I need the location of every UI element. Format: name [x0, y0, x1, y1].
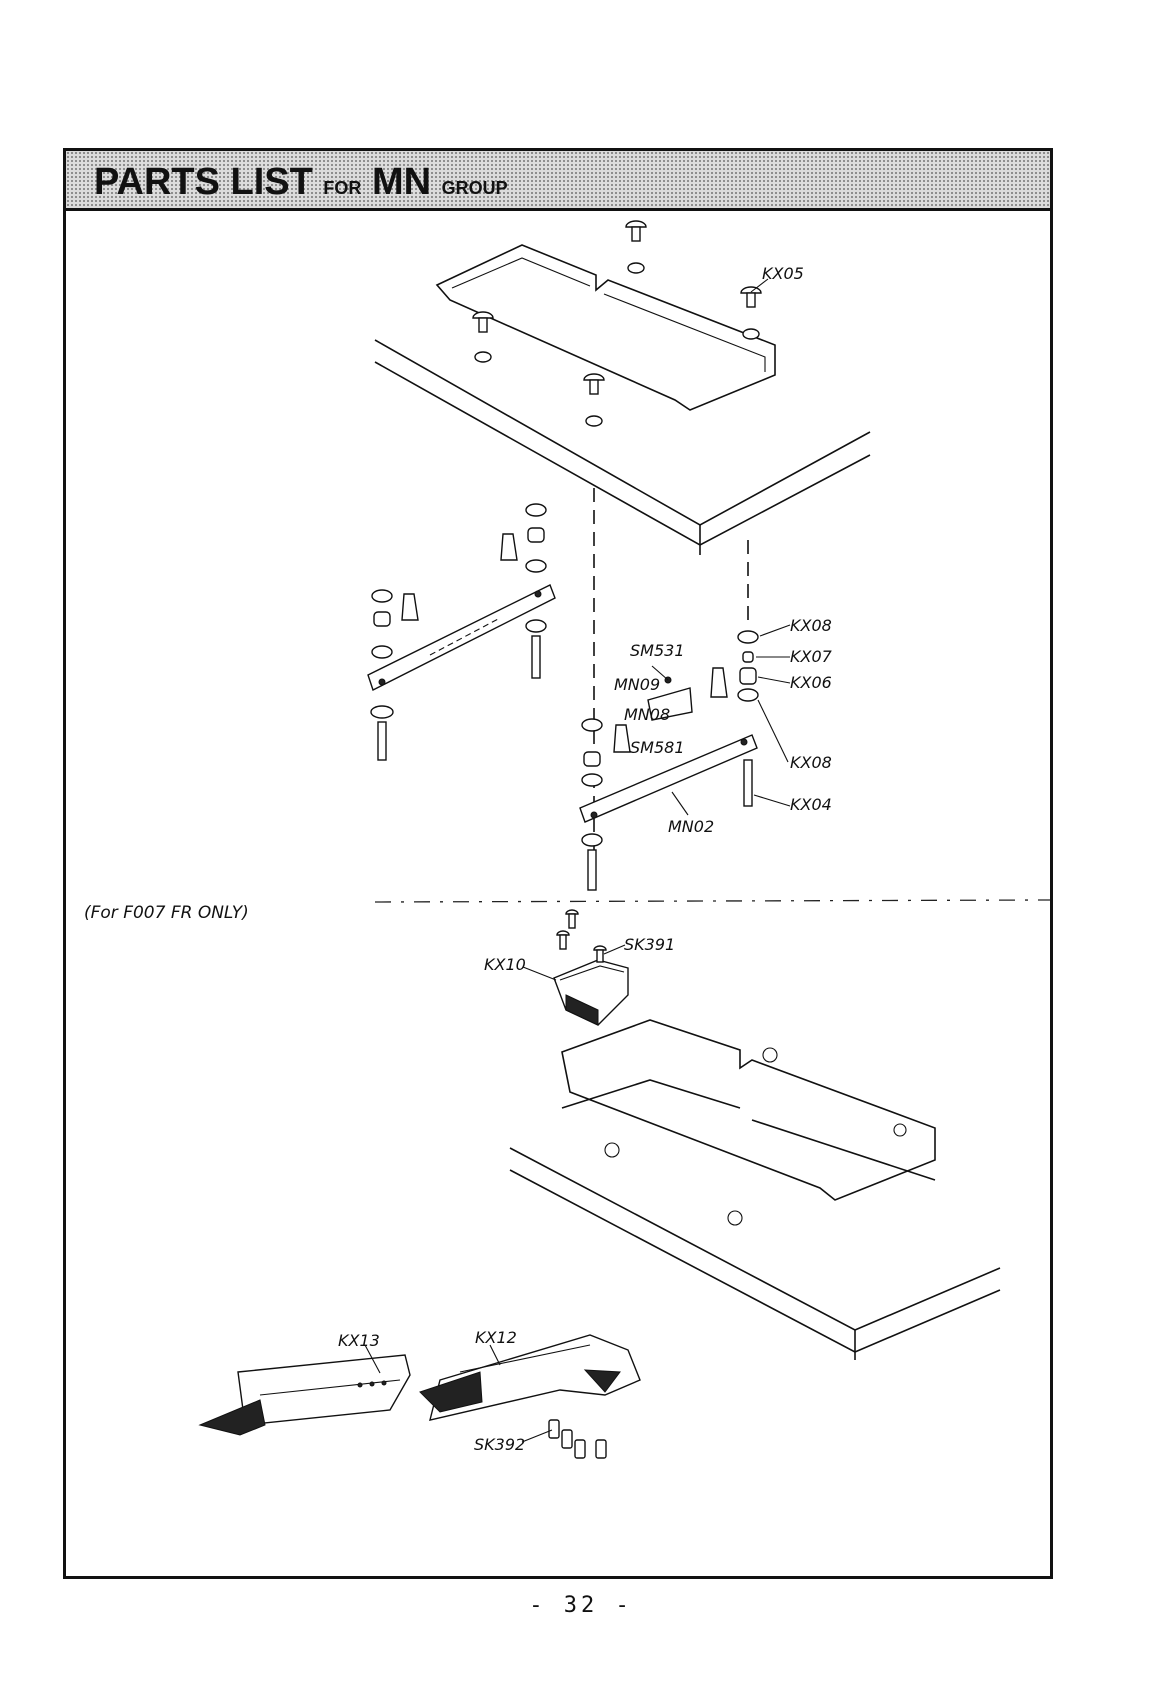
label-sm581: SM581 [630, 738, 685, 757]
label-kx12: KX12 [475, 1328, 517, 1347]
label-mn02: MN02 [668, 817, 714, 836]
kx13-cover [200, 1355, 410, 1435]
right-bracket-assembly [580, 631, 758, 890]
left-bracket-assembly [368, 504, 555, 760]
section-separator [375, 900, 1050, 902]
kx12-cover [420, 1335, 640, 1420]
sk392-screws [549, 1420, 606, 1458]
table-top-lower [510, 1020, 1000, 1360]
label-kx10: KX10 [484, 955, 526, 974]
label-kx08-top: KX08 [790, 616, 832, 635]
label-sk391: SK391 [624, 935, 675, 954]
screw-d [584, 374, 604, 426]
label-kx05: KX05 [762, 264, 804, 283]
label-sm531: SM531 [630, 641, 685, 660]
screw-a [626, 221, 646, 273]
f007-note: (For F007 FR ONLY) [84, 903, 249, 923]
label-mn09: MN09 [614, 675, 660, 694]
label-kx06: KX06 [790, 673, 832, 692]
label-kx07: KX07 [790, 647, 833, 666]
table-top-upper [375, 245, 870, 555]
label-kx04: KX04 [790, 795, 832, 814]
label-mn08: MN08 [624, 705, 670, 724]
screw-b [741, 287, 761, 339]
screw-c [473, 312, 493, 362]
label-kx08-bottom: KX08 [790, 753, 832, 772]
page-number: - 32 - [0, 1593, 1162, 1618]
kx10-block [554, 910, 628, 1025]
label-kx13: KX13 [338, 1331, 380, 1350]
label-sk392: SK392 [474, 1435, 525, 1454]
